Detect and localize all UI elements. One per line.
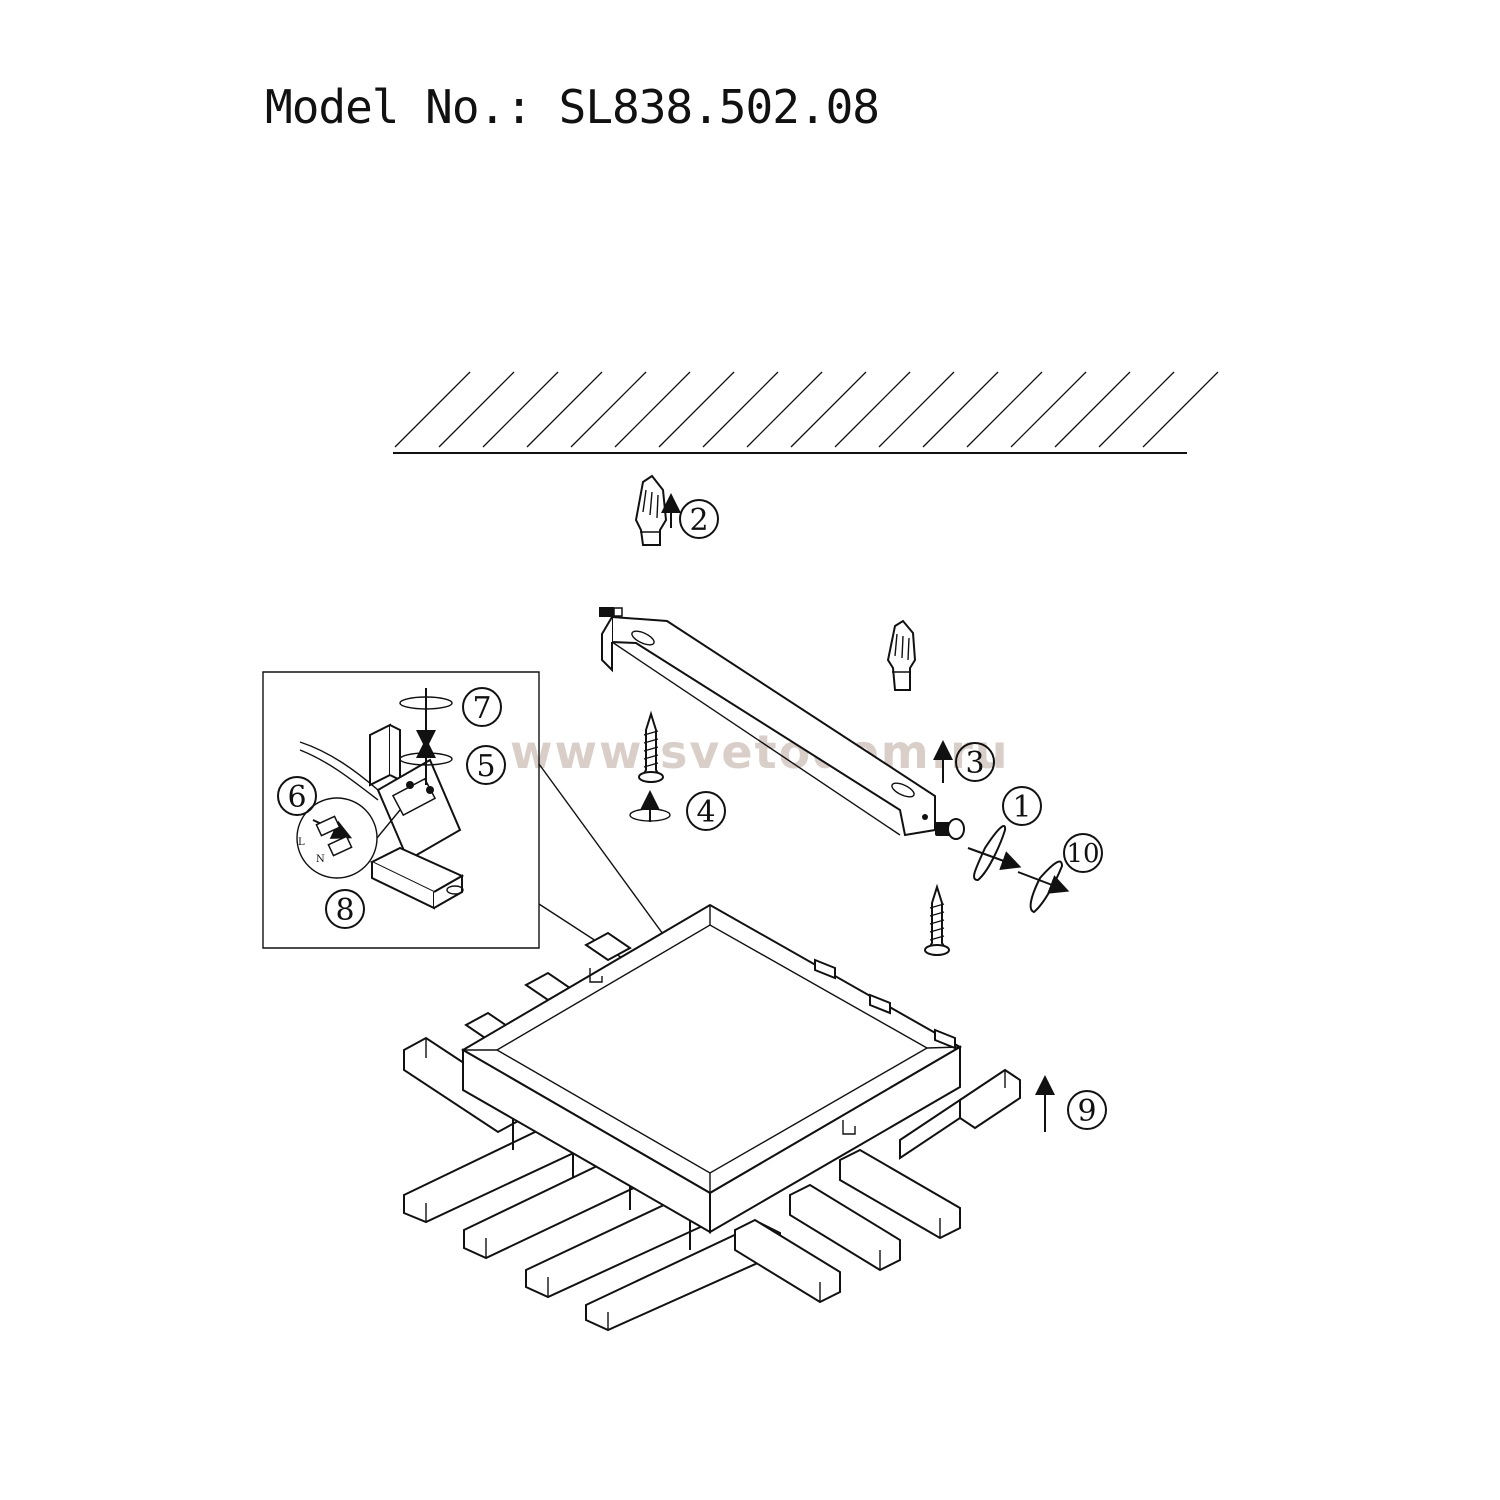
callout-6: 6 [277, 776, 317, 816]
callout-10: 10 [1063, 833, 1103, 873]
svg-text:1: 1 [1012, 790, 1031, 825]
hatch-line [746, 371, 823, 448]
callout-2: 2 [679, 499, 719, 539]
hatch-line [1054, 371, 1131, 448]
svg-text:4: 4 [696, 795, 715, 830]
callout-4: 4 [686, 791, 726, 831]
svg-text:10: 10 [1066, 839, 1099, 869]
arrow-icon [967, 847, 1022, 870]
callout-7: 7 [462, 687, 502, 727]
hatch-line [570, 371, 647, 448]
rotate-arrow-icon [629, 790, 671, 822]
screw-icon [599, 607, 623, 617]
callout-5: 5 [466, 745, 506, 785]
hatch-line [878, 371, 955, 448]
screw-icon [935, 818, 965, 840]
wood-screw-icon [638, 710, 664, 783]
svg-text:8: 8 [335, 893, 354, 928]
callout-9: 9 [1067, 1090, 1107, 1130]
svg-text:9: 9 [1077, 1094, 1096, 1129]
hatch-line [790, 371, 867, 448]
hatch-line [394, 371, 471, 448]
svg-text:2: 2 [689, 503, 708, 538]
ceiling-surface [393, 371, 1219, 454]
hatch-line [1010, 371, 1087, 448]
svg-text:6: 6 [287, 780, 306, 815]
arrow-icon [1017, 871, 1070, 894]
callout-1: 1 [1002, 786, 1042, 826]
ceiling-hatching [394, 371, 1219, 448]
hatch-line [614, 371, 691, 448]
hatch-line [1142, 371, 1219, 448]
hatch-line [702, 371, 779, 448]
wood-screw-icon [924, 883, 950, 956]
svg-text:5: 5 [476, 749, 495, 784]
model-title: Model No.: SL838.502.08 [265, 80, 880, 134]
callout-8: 8 [325, 889, 365, 929]
hatch-line [526, 371, 603, 448]
wire-label-l: L [298, 837, 305, 848]
wall-plug-icon [634, 474, 668, 546]
lamp-slats [403, 931, 1021, 1332]
wall-plug-icon [886, 619, 917, 691]
hatch-line [922, 371, 999, 448]
svg-text:7: 7 [472, 691, 491, 726]
mounting-bracket [601, 615, 936, 837]
hatch-line [482, 371, 559, 448]
washer-icon [973, 825, 1007, 882]
callout-3: 3 [955, 742, 995, 782]
wiring-detail-inset: L N [262, 671, 734, 1031]
hatch-line [966, 371, 1043, 448]
hatch-line [438, 371, 515, 448]
hatch-line [658, 371, 735, 448]
hatch-line [1098, 371, 1175, 448]
lamp-base-box [461, 903, 963, 1234]
wire-label-n: N [316, 854, 325, 865]
hatch-line [834, 371, 911, 448]
svg-text:3: 3 [965, 746, 984, 781]
watermark: www.svetodom.ru [510, 725, 1010, 779]
